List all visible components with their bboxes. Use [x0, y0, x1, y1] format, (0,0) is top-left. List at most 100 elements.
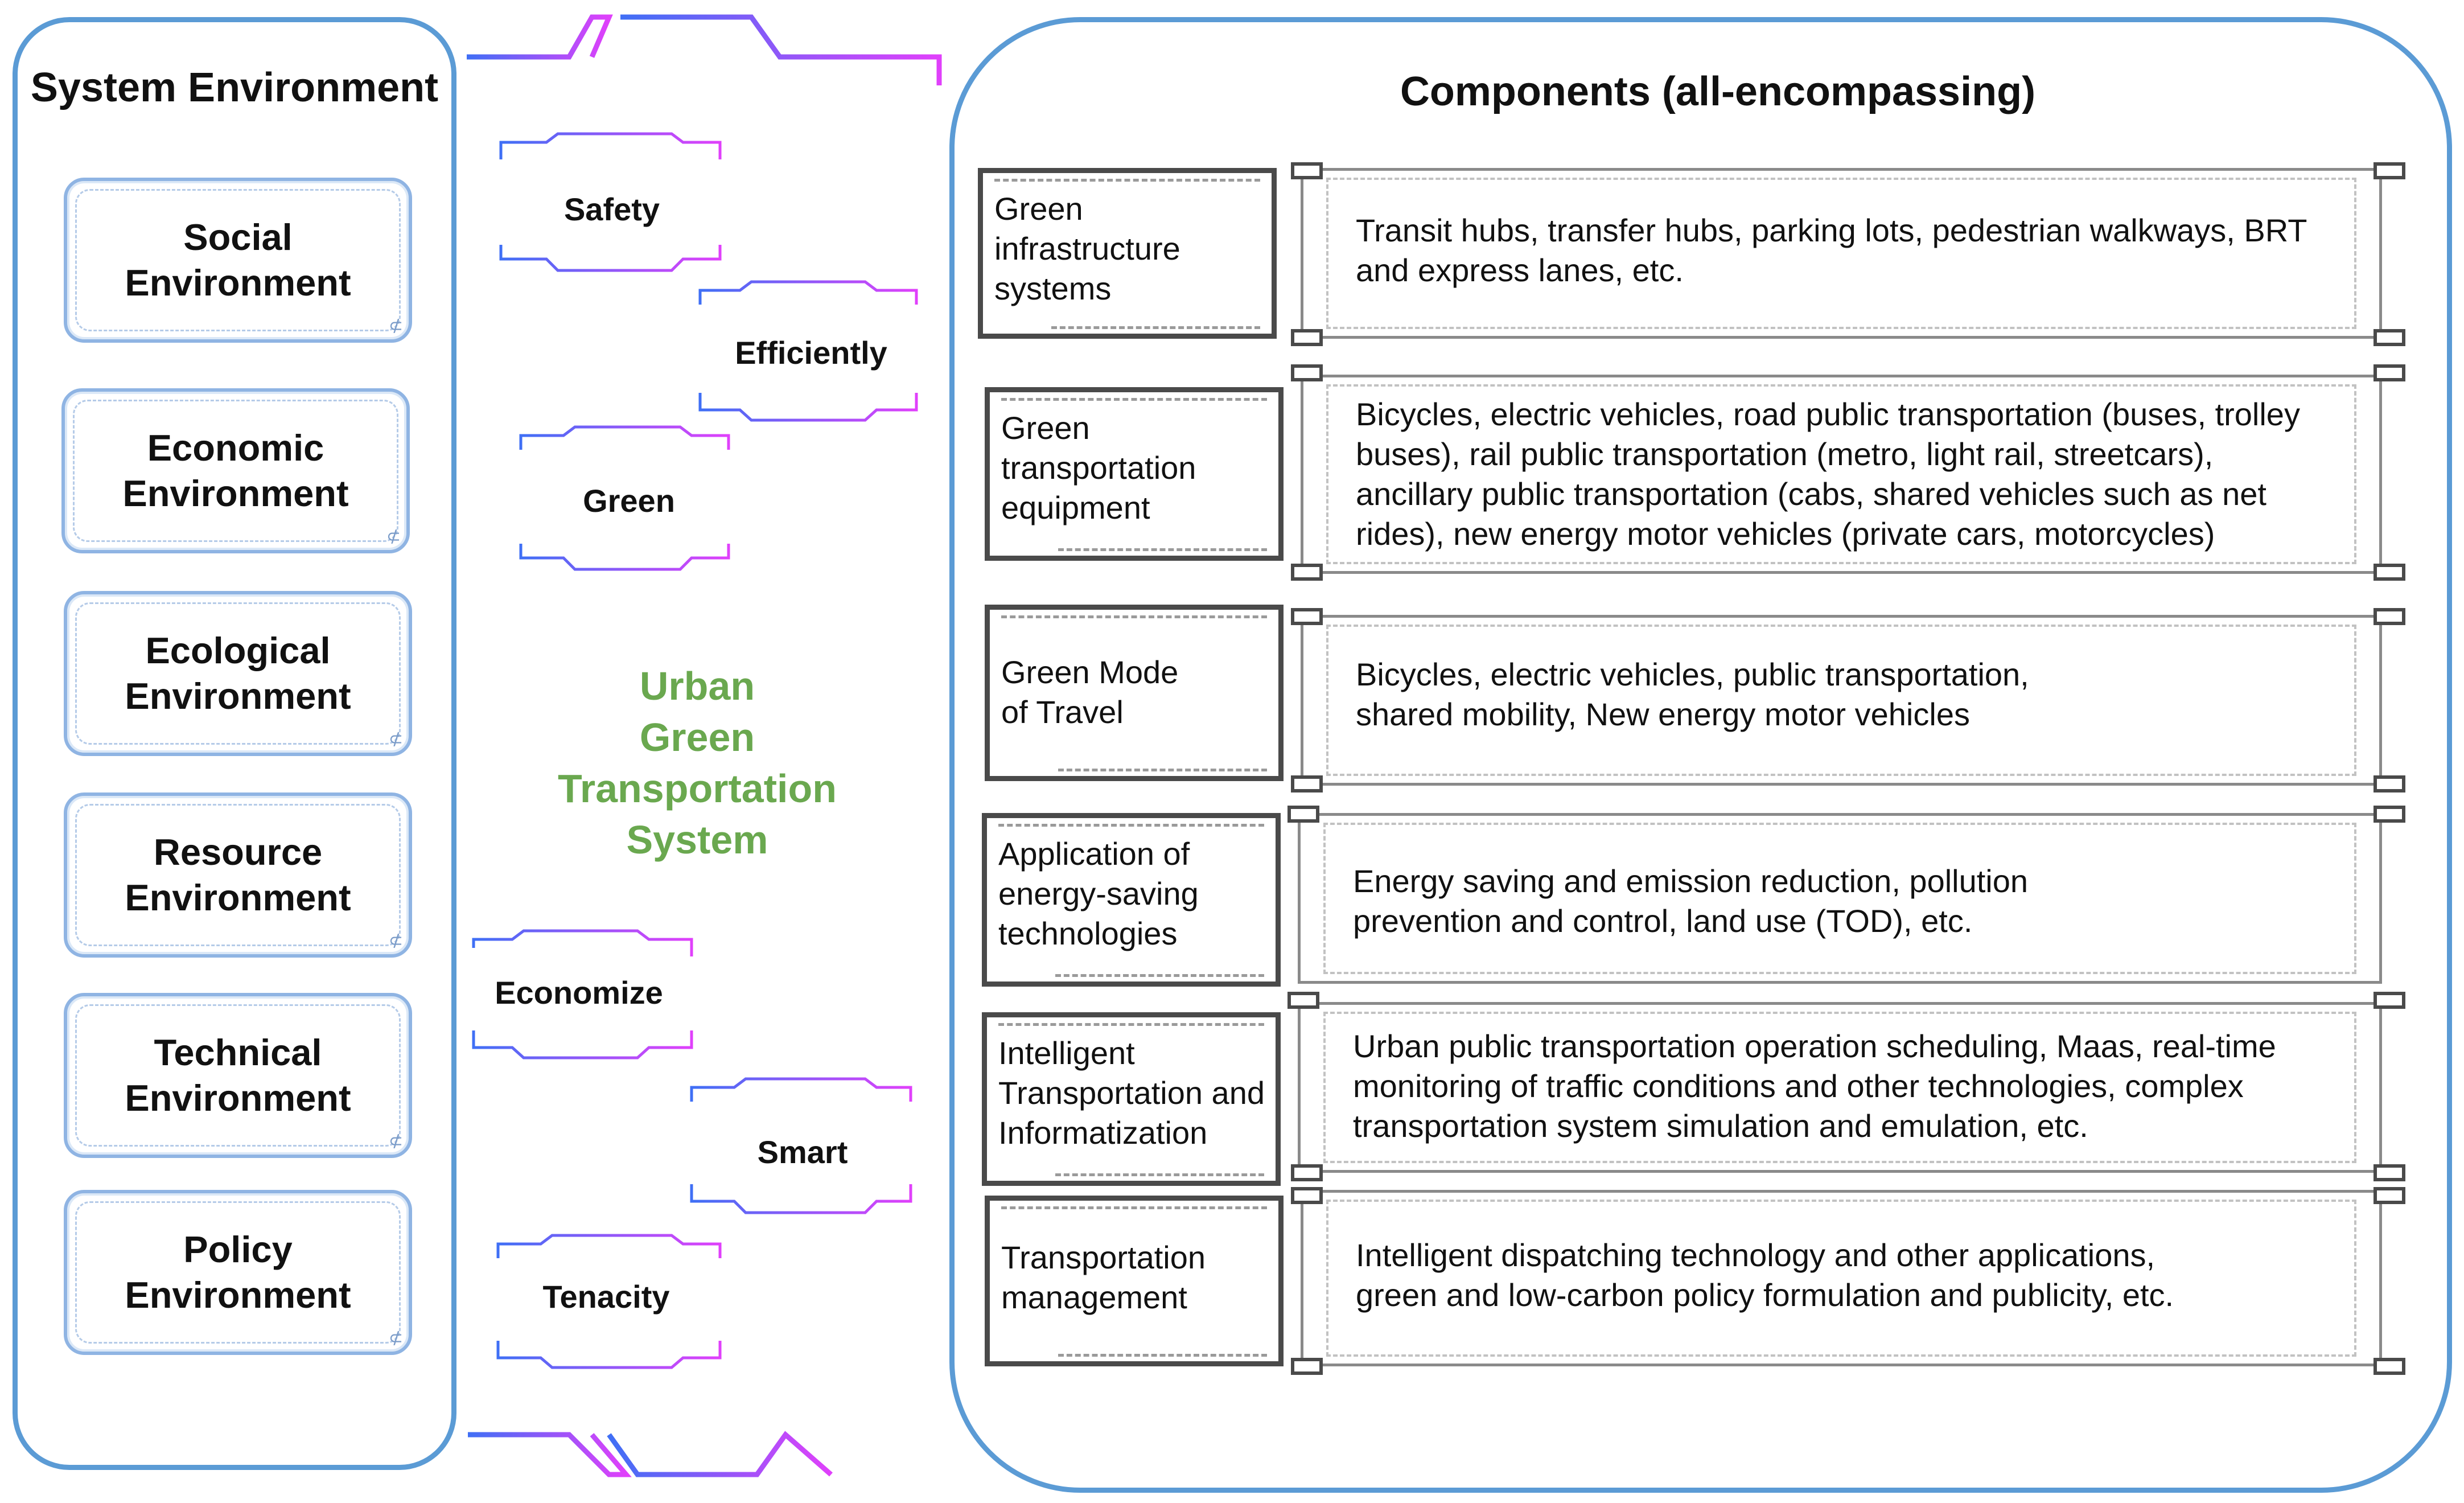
- description-box: Bicycles, electric vehicles, road public…: [1301, 375, 2382, 574]
- title-line: System: [626, 818, 768, 862]
- pill-efficiently: Efficiently: [735, 335, 887, 371]
- component-box: Green Mode of Travel: [985, 605, 1284, 781]
- card-label-line2: Environment: [125, 262, 351, 303]
- bracket-cap: [1287, 992, 1319, 1009]
- card-label-line2: Environment: [125, 877, 351, 918]
- description-line: rides), new energy motor vehicles (priva…: [1356, 516, 2215, 552]
- bracket-cap: [2373, 608, 2405, 625]
- component-line: Informatization: [998, 1115, 1208, 1151]
- description-box: Transit hubs, transfer hubs, parking lot…: [1301, 168, 2382, 339]
- corner-mark-icon: ⊄: [388, 317, 403, 335]
- system-environment-title: System Environment: [30, 65, 439, 110]
- bracket-cap: [2373, 1164, 2405, 1181]
- pill-tenacity: Tenacity: [542, 1279, 670, 1315]
- title-line: Green: [639, 715, 755, 759]
- component-line: Transportation and: [998, 1075, 1265, 1111]
- description-line: Intelligent dispatching technology and o…: [1356, 1237, 2156, 1273]
- corner-mark-icon: ⊄: [386, 527, 401, 546]
- bracket-cap: [2373, 162, 2405, 179]
- description-line: green and low-carbon policy formulation …: [1356, 1277, 2174, 1313]
- component-line: of Travel: [1001, 694, 1124, 730]
- bracket-cap: [2373, 1358, 2405, 1375]
- description-line: Bicycles, electric vehicles, public tran…: [1356, 656, 2029, 692]
- description-line: buses), rail public transportation (metr…: [1356, 436, 2214, 472]
- description-line: shared mobility, New energy motor vehicl…: [1356, 696, 1970, 732]
- bracket-cap: [1291, 1187, 1323, 1204]
- urban-green-transportation-system-title: Urban Green Transportation System: [512, 660, 882, 865]
- card-label-line1: Technical: [154, 1032, 322, 1073]
- bracket-cap: [1291, 329, 1323, 346]
- description-box: Energy saving and emission reduction, po…: [1298, 813, 2382, 984]
- component-box: Green transportation equipment: [985, 387, 1284, 561]
- description-box: Bicycles, electric vehicles, public tran…: [1301, 615, 2382, 786]
- description-line: and express lanes, etc.: [1356, 252, 1684, 288]
- component-line: systems: [994, 270, 1112, 306]
- description-line: Transit hubs, transfer hubs, parking lot…: [1356, 212, 2307, 248]
- card-label-line2: Environment: [125, 1077, 351, 1119]
- bracket-cap: [2373, 992, 2405, 1009]
- description-line: Energy saving and emission reduction, po…: [1353, 863, 2029, 899]
- component-line: Application of: [998, 836, 1190, 872]
- component-line: Green: [994, 191, 1083, 227]
- bracket-cap: [1291, 1164, 1323, 1181]
- description-line: monitoring of traffic conditions and oth…: [1353, 1068, 2244, 1104]
- bracket-cap: [1291, 364, 1323, 381]
- pill-smart: Smart: [757, 1134, 848, 1170]
- bracket-cap: [1291, 1358, 1323, 1375]
- bracket-cap: [1291, 608, 1323, 625]
- description-line: ancillary public transportation (cabs, s…: [1356, 476, 2266, 512]
- card-label-line2: Environment: [125, 675, 351, 717]
- bracket-cap: [2373, 775, 2405, 792]
- component-line: energy-saving: [998, 876, 1199, 911]
- bracket-cap: [1291, 162, 1323, 179]
- components-title: Components (all-encompassing): [1400, 69, 2036, 114]
- component-line: transportation: [1001, 450, 1196, 486]
- title-line: Urban: [639, 664, 755, 708]
- description-box: Urban public transportation operation sc…: [1298, 1002, 2382, 1173]
- component-box: Intelligent Transportation and Informati…: [982, 1012, 1281, 1186]
- bracket-cap: [1287, 806, 1319, 823]
- component-line: Green: [1001, 410, 1090, 446]
- description-line: prevention and control, land use (TOD), …: [1353, 903, 1973, 939]
- middle-frame: [465, 14, 942, 1477]
- corner-mark-icon: ⊄: [388, 1132, 403, 1151]
- card-label-line1: Ecological: [145, 630, 331, 671]
- bracket-cap: [2373, 564, 2405, 581]
- bracket-cap: [1291, 775, 1323, 792]
- bracket-cap: [2373, 806, 2405, 823]
- title-line: Transportation: [557, 766, 837, 811]
- pill-safety: Safety: [563, 191, 660, 227]
- card-label-line1: Social: [183, 216, 293, 258]
- card-label-line2: Environment: [125, 1274, 351, 1316]
- corner-mark-icon: ⊄: [388, 1329, 403, 1348]
- component-line: management: [1001, 1279, 1187, 1315]
- component-line: equipment: [1001, 490, 1150, 525]
- card-label-line1: Policy: [183, 1229, 293, 1270]
- component-line: infrastructure: [994, 231, 1180, 266]
- pill-economize: Economize: [495, 975, 663, 1011]
- bracket-cap: [1291, 564, 1323, 581]
- bracket-cap: [2373, 1187, 2405, 1204]
- component-line: Intelligent: [998, 1035, 1135, 1071]
- component-box: Green infrastructure systems: [978, 168, 1277, 339]
- card-label-line1: Economic: [147, 427, 324, 469]
- card-label-line1: Resource: [153, 831, 323, 873]
- description-line: transportation system simulation and emu…: [1353, 1108, 2088, 1144]
- pill-green: Green: [583, 483, 675, 519]
- component-box: Transportation management: [985, 1196, 1284, 1366]
- description-line: Bicycles, electric vehicles, road public…: [1356, 396, 2300, 432]
- corner-mark-icon: ⊄: [388, 730, 403, 749]
- component-line: Green Mode: [1001, 654, 1179, 690]
- description-box: Intelligent dispatching technology and o…: [1301, 1190, 2382, 1366]
- description-line: Urban public transportation operation sc…: [1353, 1028, 2276, 1064]
- corner-mark-icon: ⊄: [388, 931, 403, 950]
- component-line: technologies: [998, 915, 1178, 951]
- component-box: Application of energy-saving technologie…: [982, 813, 1281, 987]
- component-line: Transportation: [1001, 1239, 1206, 1275]
